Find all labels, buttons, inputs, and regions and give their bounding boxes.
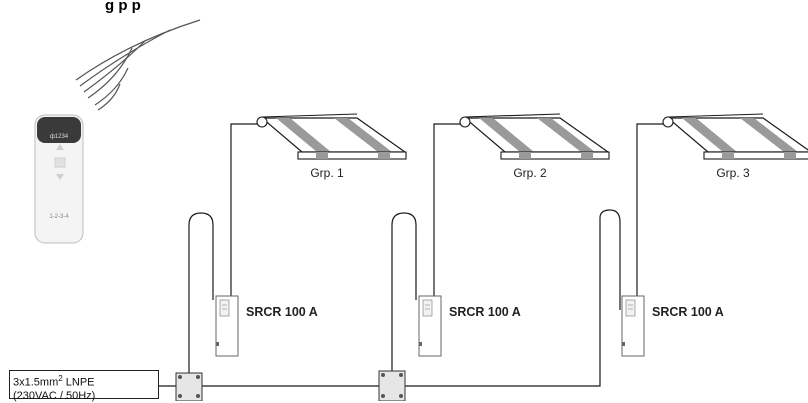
controller-label: SRCR 100 A xyxy=(652,305,724,319)
cable-spec-suffix: LNPE xyxy=(62,376,95,389)
radio-waves-icon xyxy=(75,19,201,111)
cable-spec-line2: (230VAC / 50Hz) xyxy=(13,389,96,402)
remote-screen-label: ф1234 xyxy=(50,134,69,140)
wiring xyxy=(159,123,668,387)
remote-keys-label: 1-2-3-4 xyxy=(49,214,69,220)
controller-label: SRCR 100 A xyxy=(449,305,521,319)
cable-spec-sup: 2 xyxy=(58,374,63,383)
awning-icon xyxy=(256,113,407,160)
cable-spec-box: 3x1.5mm2 LNPE (230VAC / 50Hz) xyxy=(9,370,159,402)
receiver-icon xyxy=(418,295,442,357)
controller-label: SRCR 100 A xyxy=(246,305,318,319)
receiver-icon xyxy=(621,295,645,357)
junction-box-1 xyxy=(175,372,203,401)
remote-control-icon: ф1234 1-2-3-4 xyxy=(34,114,84,244)
awning-icon xyxy=(459,113,610,160)
group-label: Grp. 3 xyxy=(716,166,750,180)
diagram-title-fragment: g p p xyxy=(105,0,141,14)
receiver-icon xyxy=(215,295,239,357)
awning-icon xyxy=(662,113,808,160)
group-label: Grp. 2 xyxy=(513,166,547,180)
awning-group-1: Grp. 1 SRCR 100 A xyxy=(215,113,407,357)
junction-box-2 xyxy=(378,370,406,401)
awning-group-2: Grp. 2 SRCR 100 A xyxy=(418,113,610,357)
group-label: Grp. 1 xyxy=(310,166,344,180)
awning-group-3: Grp. 3 SRCR 100 A xyxy=(621,113,808,357)
cable-spec-line1: 3x1.5mm xyxy=(13,376,59,389)
